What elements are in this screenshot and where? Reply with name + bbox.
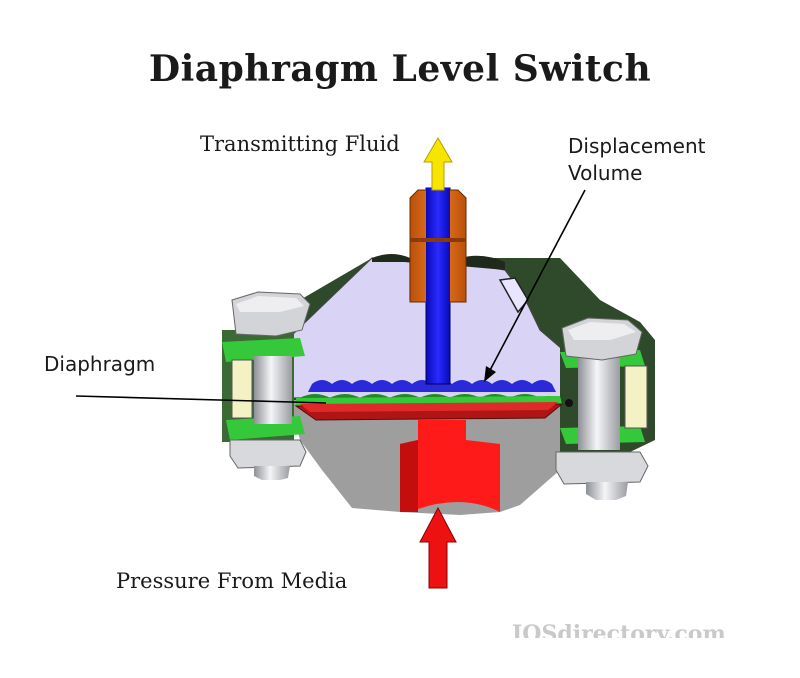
diaphragm-leader-line bbox=[75, 395, 327, 404]
tube-fitting-inner bbox=[426, 188, 450, 304]
diagram-title: Diaphragm Level Switch bbox=[148, 48, 652, 90]
right-bolt-end bbox=[586, 482, 628, 500]
left-bolt-end bbox=[254, 466, 290, 480]
displacement-volume-label-line2: Volume bbox=[568, 161, 643, 185]
body-dome bbox=[372, 254, 410, 262]
displacement-volume-label-line1: Displacement bbox=[568, 134, 706, 158]
right-flange-dot bbox=[565, 399, 573, 407]
left-bolt-shank bbox=[254, 356, 292, 424]
right-bolt-head-top bbox=[568, 322, 636, 340]
left-nut bbox=[229, 439, 307, 469]
red-stem bbox=[400, 420, 500, 512]
tube-fitting-band bbox=[410, 238, 466, 242]
diaphragm-membrane bbox=[299, 394, 558, 403]
diaphragm-label: Diaphragm bbox=[44, 352, 156, 376]
right-bolt-shank bbox=[578, 358, 620, 450]
watermark-text: IQSdirectory.com bbox=[512, 621, 726, 638]
body-dome-right bbox=[460, 255, 505, 270]
body-tab bbox=[498, 277, 529, 314]
right-spacer bbox=[624, 365, 648, 429]
transmitting-fluid-label: Transmitting Fluid bbox=[200, 132, 400, 156]
left-bolt-head-top bbox=[236, 296, 304, 312]
watermark: IQSdirectory.com bbox=[512, 618, 782, 638]
right-nut bbox=[555, 451, 649, 485]
pressure-arrow bbox=[419, 506, 457, 589]
pressure-plate-top bbox=[300, 402, 558, 412]
red-stem-shadow bbox=[400, 440, 418, 512]
displacement-leader-arrowhead bbox=[484, 366, 496, 382]
displacement-volume bbox=[308, 380, 556, 392]
displacement-leader-line bbox=[487, 189, 586, 375]
left-spacer bbox=[231, 359, 253, 419]
fluid-out-arrow bbox=[423, 137, 453, 191]
pressure-from-media-label: Pressure From Media bbox=[116, 569, 348, 593]
